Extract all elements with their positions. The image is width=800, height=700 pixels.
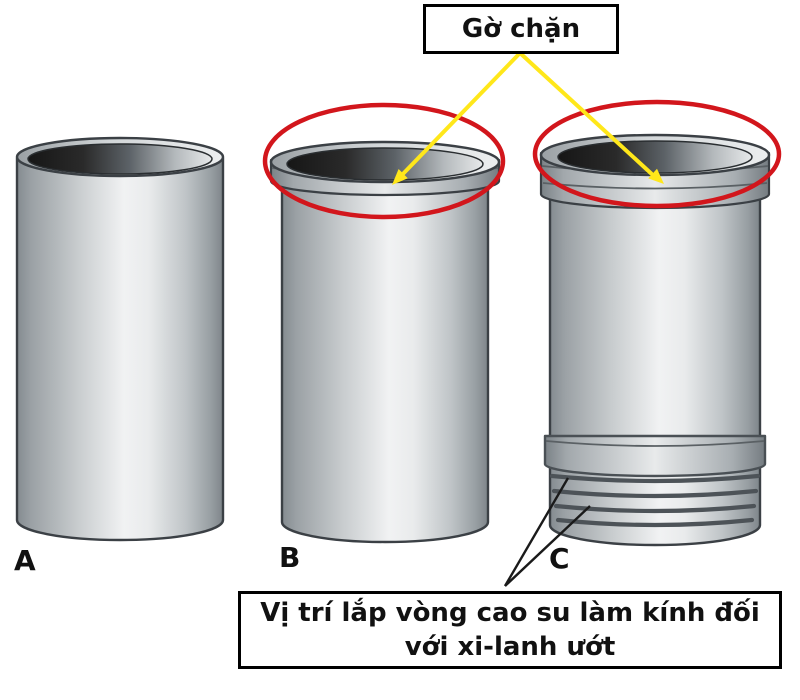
cylinder-a <box>15 136 225 542</box>
cylinder-c-groove-2 <box>551 488 759 499</box>
groove-leader-line-2 <box>504 505 591 587</box>
cylinder-c-groove-4 <box>555 517 755 528</box>
cylinder-a-label: A <box>14 544 36 577</box>
bottom-callout-label-line2: với xi-lanh ướt <box>404 632 616 662</box>
groove-leader-line-1 <box>503 477 570 587</box>
arrow-to-b-head-icon <box>392 169 408 185</box>
top-callout-label: Gờ chặn <box>461 14 581 44</box>
cylinder-c-collar-top-line <box>545 440 765 447</box>
cylinder-b <box>269 140 501 544</box>
cylinder-b-body <box>280 178 490 544</box>
cylinder-c-body <box>548 173 762 547</box>
cylinder-a-opening <box>27 143 213 175</box>
cylinder-c-groove-1 <box>549 473 761 484</box>
cylinder-a-body <box>15 156 225 542</box>
cylinder-c-seal-collar <box>543 434 767 478</box>
cylinder-c-opening <box>557 140 753 174</box>
arrow-to-b-line <box>398 51 522 179</box>
cylinder-b-label: B <box>279 541 301 574</box>
highlight-ellipse-c <box>532 99 782 209</box>
bottom-callout-box: Vị trí lắp vòng cao su làm kính đối với … <box>238 591 782 669</box>
arrow-to-c-line <box>518 51 657 179</box>
cylinder-b-opening <box>286 147 484 181</box>
arrow-to-c <box>518 51 664 184</box>
bottom-callout-label-line1: Vị trí lắp vòng cao su làm kính đối <box>260 598 760 628</box>
cylinder-c-label: C <box>549 542 570 575</box>
highlight-ellipse-b <box>262 102 506 220</box>
cylinder-c <box>539 133 771 547</box>
groove-leader-lines <box>503 477 591 587</box>
arrow-to-c-head-icon <box>648 168 664 184</box>
cylinder-c-groove-3 <box>553 503 757 514</box>
arrow-to-b <box>392 51 522 185</box>
top-callout-box: Gờ chặn <box>423 4 619 54</box>
cylinder-c-flange-lip-line-2 <box>542 182 768 190</box>
